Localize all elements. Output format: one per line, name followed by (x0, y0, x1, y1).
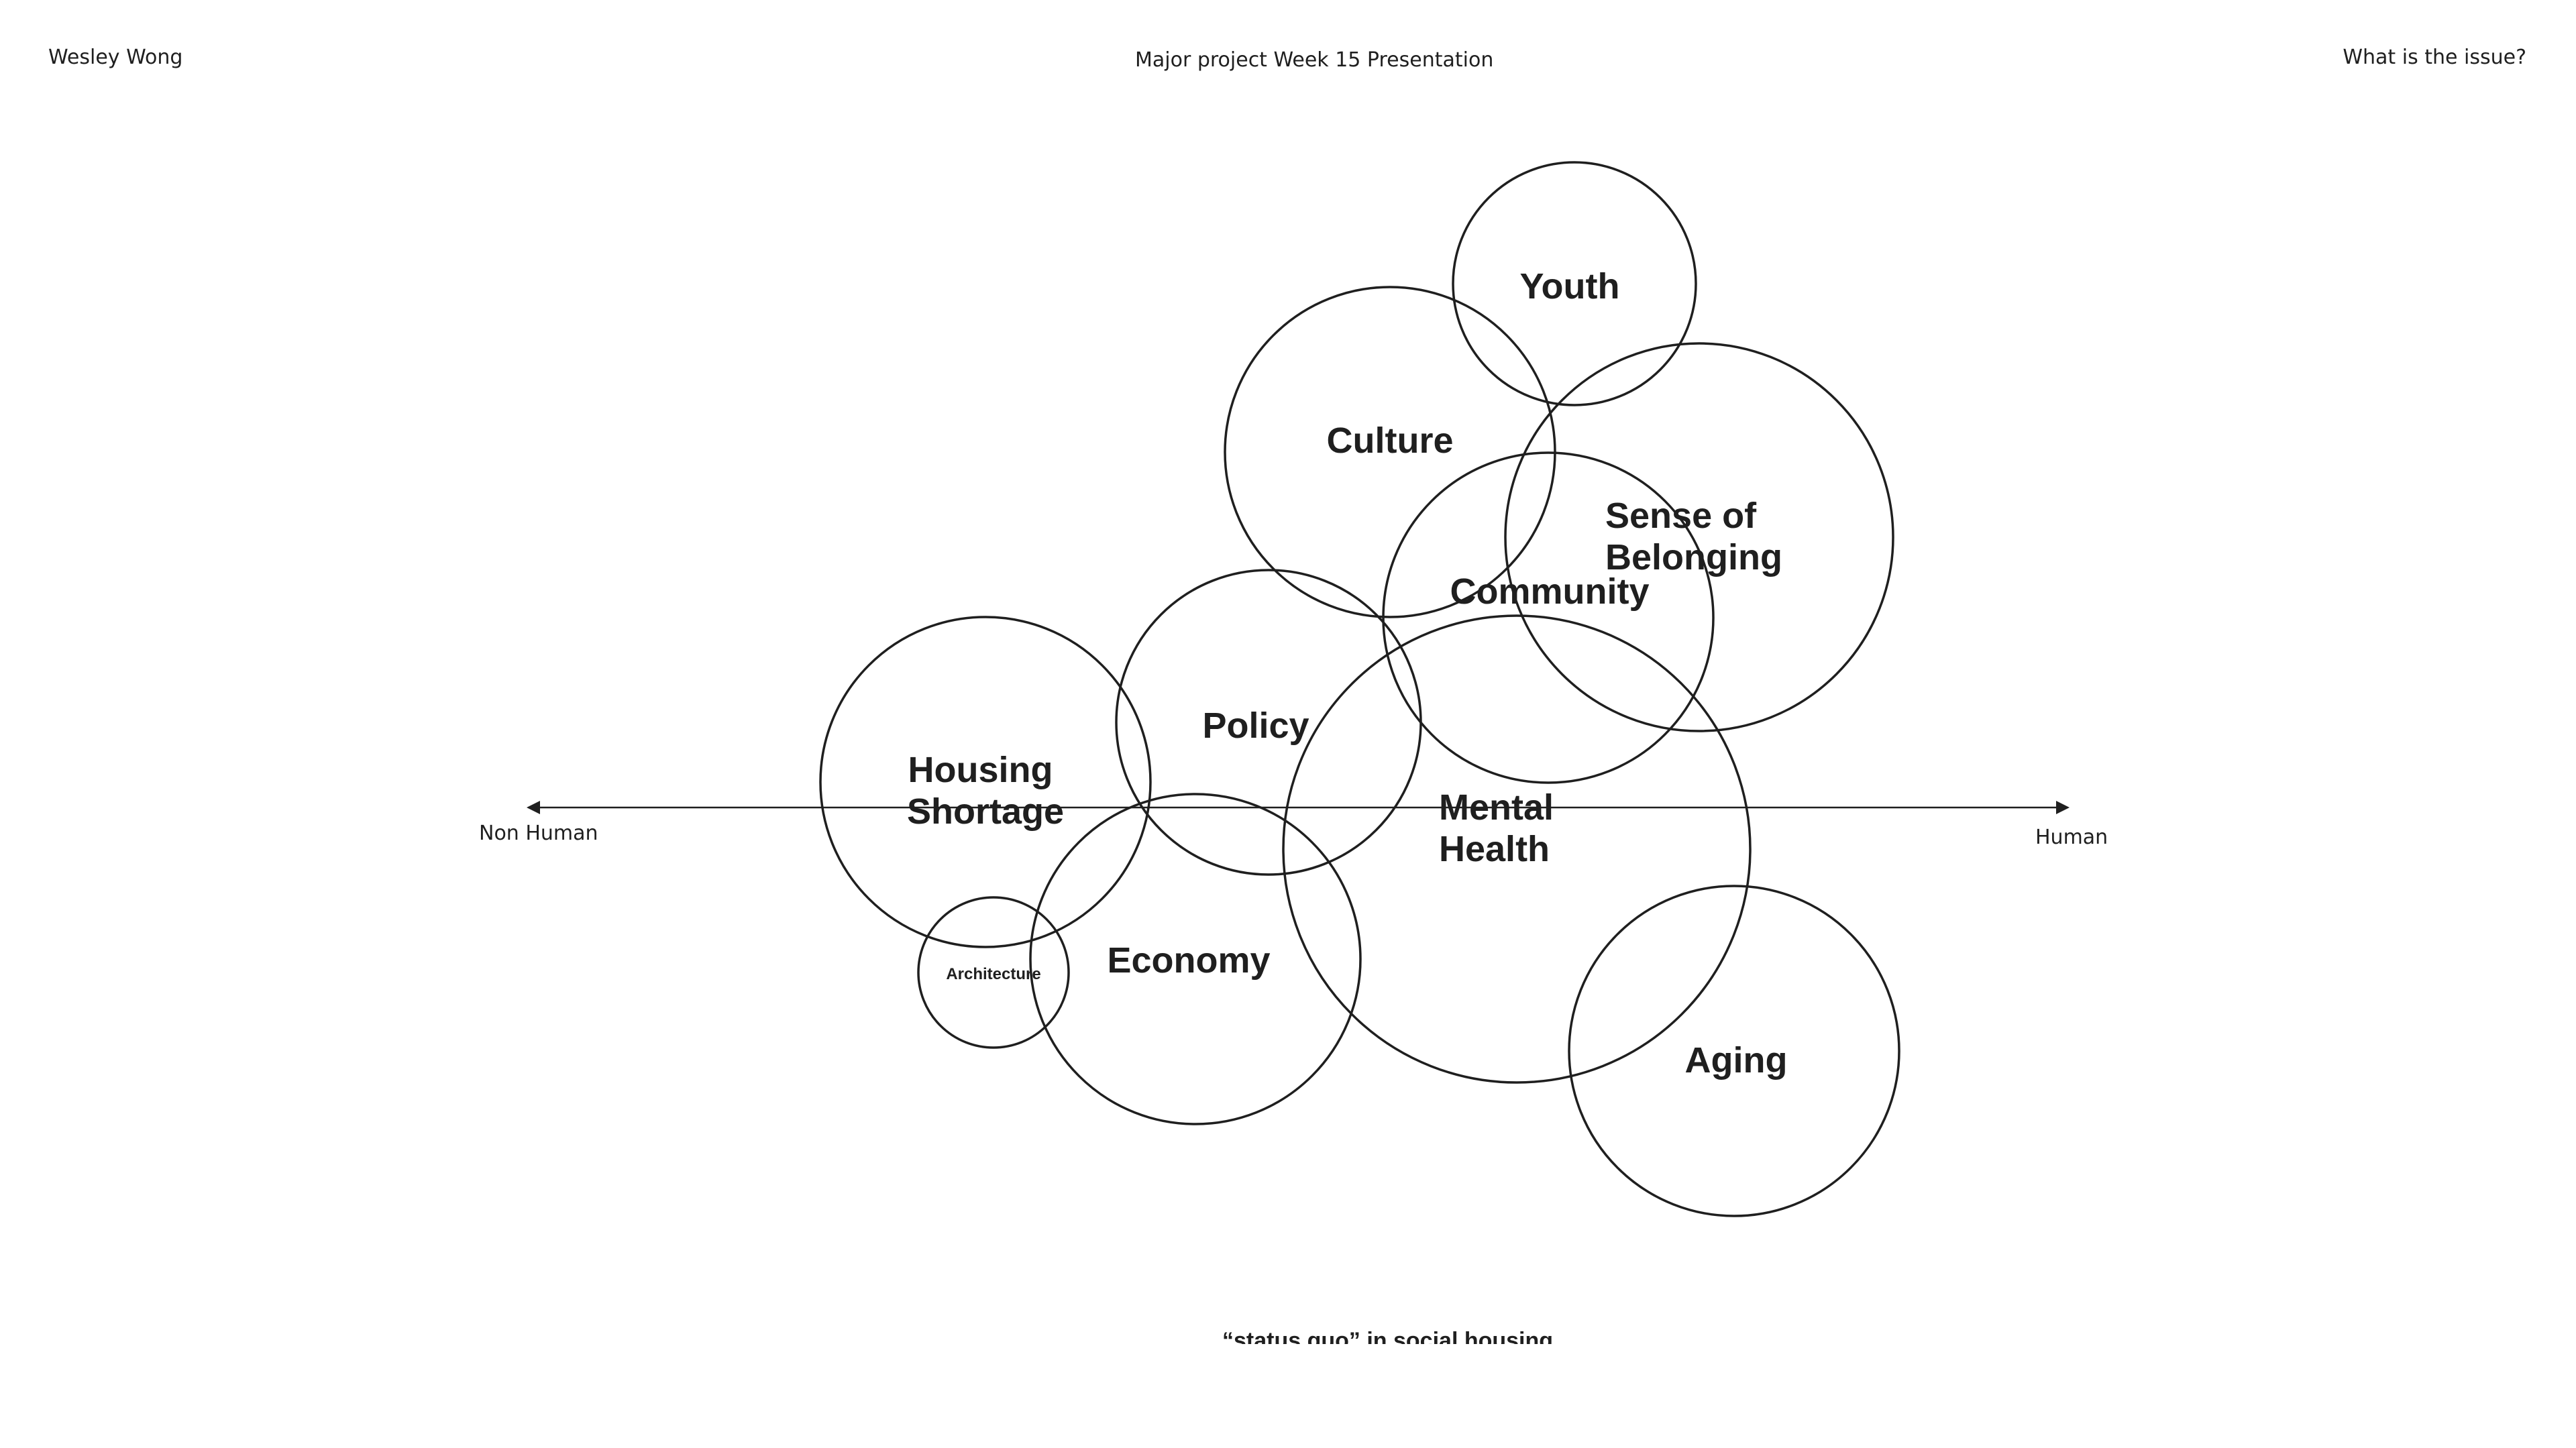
aging-label: Aging (1685, 1040, 1788, 1080)
mental-health-label-line-2: Health (1439, 829, 1550, 869)
policy-circle (1115, 569, 1422, 876)
housing-shortage-label: Housing Shortage (907, 750, 1064, 832)
economy-label: Economy (1107, 940, 1270, 981)
economy-circle (1029, 793, 1362, 1125)
youth-label: Youth (1520, 266, 1620, 307)
culture-label-line: Culture (1327, 421, 1454, 461)
economy-label-line: Economy (1107, 940, 1270, 981)
architecture-label-line: Architecture (946, 965, 1040, 983)
footer-caption-area: “status quo” in social housing (0, 1321, 2576, 1344)
aging-label-line: Aging (1685, 1040, 1788, 1080)
axis-arrow-left-icon (527, 801, 540, 814)
community-label-line: Community (1450, 571, 1650, 612)
housing-shortage-label-line-1: Housing (908, 750, 1053, 790)
community-circle (1382, 451, 1715, 784)
axis-arrow-right-icon (2056, 801, 2070, 814)
axis-label-non-human: Non Human (479, 822, 598, 845)
housing-shortage-label-line-2: Shortage (907, 791, 1064, 832)
mental-health-circle (1282, 614, 1752, 1084)
policy-label-line: Policy (1202, 706, 1309, 746)
presentation-title: Major project Week 15 Presentation (1135, 48, 1494, 72)
youth-circle (1452, 161, 1697, 406)
youth-label-line: Youth (1520, 266, 1620, 307)
policy-label: Policy (1202, 706, 1309, 746)
mental-health-label-line-1: Mental (1439, 787, 1554, 828)
housing-shortage-circle (819, 616, 1152, 948)
sense-of-belonging-label: Sense of Belonging (1605, 496, 1782, 577)
sense-of-belonging-circle (1504, 342, 1894, 732)
sense-of-belonging-label-line-2: Belonging (1605, 537, 1782, 577)
culture-label: Culture (1327, 421, 1454, 461)
community-label: Community (1450, 571, 1650, 612)
architecture-circle (917, 896, 1070, 1049)
sense-of-belonging-label-line-1: Sense of (1605, 496, 1757, 536)
author-name: Wesley Wong (48, 46, 183, 69)
axis-label-human: Human (2035, 826, 2108, 849)
footer-caption: “status quo” in social housing (1222, 1328, 1554, 1344)
section-question: What is the issue? (2343, 46, 2526, 69)
aging-circle (1568, 885, 1900, 1217)
architecture-label: Architecture (946, 965, 1040, 983)
mental-health-label: Mental Health (1439, 787, 1564, 869)
